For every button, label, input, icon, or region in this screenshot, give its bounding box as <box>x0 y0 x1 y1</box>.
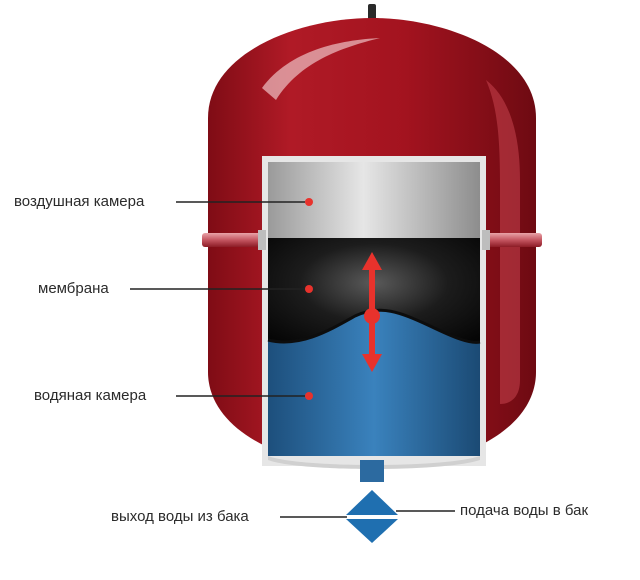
left-side-pipe <box>202 233 264 247</box>
air-chamber-label: воздушная камера <box>14 193 145 210</box>
water-inlet-label: подача воды в бак <box>460 502 589 519</box>
top-valve-icon <box>368 4 376 20</box>
membrane-dot <box>305 285 313 293</box>
water-chamber-label: водяная камера <box>34 387 147 404</box>
air-chamber <box>268 162 480 238</box>
right-side-pipe <box>484 233 542 247</box>
flow-direction-icon <box>346 490 398 543</box>
membrane-label: мембрана <box>38 280 109 297</box>
water-chamber-dot <box>305 392 313 400</box>
water-outlet-label: выход воды из бака <box>111 508 249 525</box>
air-chamber-dot <box>305 198 313 206</box>
water-chamber <box>268 310 480 456</box>
outlet-pipe <box>360 460 384 482</box>
membrane-movement-arrows-icon <box>362 252 382 372</box>
membrane-line <box>267 308 481 344</box>
shell-highlight <box>262 38 380 100</box>
